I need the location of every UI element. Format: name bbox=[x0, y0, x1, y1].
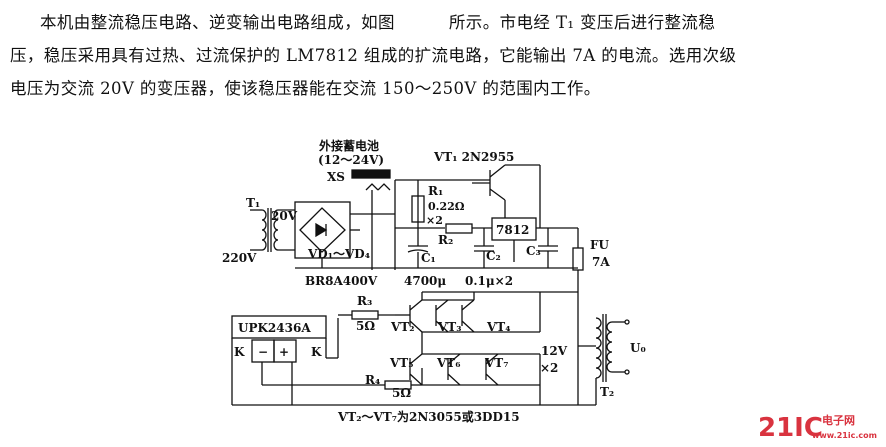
vt7-label: VT₇ bbox=[484, 356, 509, 370]
watermark-sub1: 电子网 bbox=[822, 413, 855, 427]
xs-label: XS bbox=[327, 170, 345, 184]
t2-label: T₂ bbox=[600, 385, 614, 399]
v12-multiplier: ×2 bbox=[540, 361, 558, 375]
watermark-brand: 21IC bbox=[758, 413, 823, 443]
bridge-part-label: BR8A400V bbox=[305, 274, 378, 288]
text-line-1a: 本机由整流稳压电路、逆变输出电路组成，如图 bbox=[40, 13, 395, 32]
uo-label: U₀ bbox=[630, 341, 646, 355]
c2-label: C₂ bbox=[486, 249, 501, 263]
regulator-7812 bbox=[491, 165, 578, 262]
battery-label: 外接蓄电池 bbox=[319, 138, 379, 153]
watermark-sub2: www.21ic.com bbox=[812, 431, 877, 440]
figure-caption: VT₂～VT₇为2N3055或3DD15 bbox=[337, 409, 520, 424]
capacitor-c2 bbox=[474, 228, 494, 268]
v20-label: 20V bbox=[271, 209, 298, 223]
v12-label: 12V bbox=[541, 344, 568, 358]
transformer-t1 bbox=[250, 208, 295, 252]
text-line-1b: 所示。市电经 T₁ 变压后进行整流稳 bbox=[448, 13, 716, 32]
resistor-r3 bbox=[326, 310, 395, 359]
c1-value: 4700μ bbox=[404, 274, 446, 288]
transformer-t2 bbox=[578, 314, 630, 382]
feedback-loop bbox=[231, 362, 597, 406]
ic-k-left: K bbox=[234, 345, 245, 359]
capacitor-c3 bbox=[538, 228, 558, 268]
c1-label: C₁ bbox=[421, 251, 436, 265]
bridge-label: VD₁～VD₄ bbox=[307, 247, 370, 261]
vt5-label: VT₅ bbox=[389, 356, 414, 370]
resistor-r1 bbox=[411, 195, 425, 223]
c3-label: C₃ bbox=[526, 244, 541, 258]
capacitor-c1 bbox=[407, 228, 429, 268]
r4-value: 5Ω bbox=[392, 386, 411, 400]
fuse-fu bbox=[422, 228, 584, 405]
text-line-1: 本机由整流稳压电路、逆变输出电路组成，如图 所示。市电经 T₁ 变压后进行整流稳 bbox=[10, 6, 882, 39]
v220-label: 220V bbox=[222, 251, 257, 265]
battery-range: (12～24V) bbox=[318, 153, 384, 167]
fu-label: FU bbox=[590, 238, 610, 252]
r2-label: R₂ bbox=[438, 233, 453, 247]
xs-connector bbox=[351, 169, 391, 270]
site-watermark: 21IC 电子网 www.21ic.com bbox=[758, 413, 877, 443]
transistor-vt1 bbox=[472, 164, 540, 218]
ic-label: UPK2436A bbox=[238, 321, 311, 335]
ic-minus: − bbox=[258, 345, 268, 359]
top-rail bbox=[350, 179, 490, 270]
ic-k-right: K bbox=[311, 345, 322, 359]
transistor-array bbox=[395, 292, 541, 405]
reg-label: 7812 bbox=[496, 223, 529, 237]
r1-multiplier: ×2 bbox=[426, 214, 443, 227]
t1-label: T₁ bbox=[246, 196, 260, 210]
ic-plus: + bbox=[279, 345, 289, 359]
vt6-label: VT₆ bbox=[436, 356, 461, 370]
r1-label: R₁ bbox=[428, 184, 443, 198]
ic-upk2436a bbox=[231, 315, 327, 370]
r4-label: R₄ bbox=[365, 373, 380, 387]
vt1-label: VT₁ 2N2955 bbox=[433, 150, 514, 164]
vt4-label: VT₄ bbox=[486, 320, 511, 334]
fu-value: 7A bbox=[592, 255, 610, 269]
description-paragraph: 本机由整流稳压电路、逆变输出电路组成，如图所示。市电经 T₁ 变压后进行整流稳 … bbox=[10, 6, 882, 105]
r1-value: 0.22Ω bbox=[428, 200, 465, 213]
text-line-2: 压，稳压采用具有过热、过流保护的 LM7812 组成的扩流电路，它能输出 7A … bbox=[10, 46, 737, 65]
c23-value: 0.1μ×2 bbox=[465, 274, 513, 288]
resistor-r4 bbox=[261, 362, 422, 390]
vt2-label: VT₂ bbox=[390, 320, 415, 334]
r3-label: R₃ bbox=[357, 294, 372, 308]
text-line-3: 电压为交流 20V 的变压器，使该稳压器能在交流 150～250V 的范围内工作… bbox=[10, 79, 601, 98]
r3-value: 5Ω bbox=[356, 319, 375, 333]
resistor-r2 bbox=[445, 223, 492, 234]
vt3-label: VT₃ bbox=[437, 320, 462, 334]
